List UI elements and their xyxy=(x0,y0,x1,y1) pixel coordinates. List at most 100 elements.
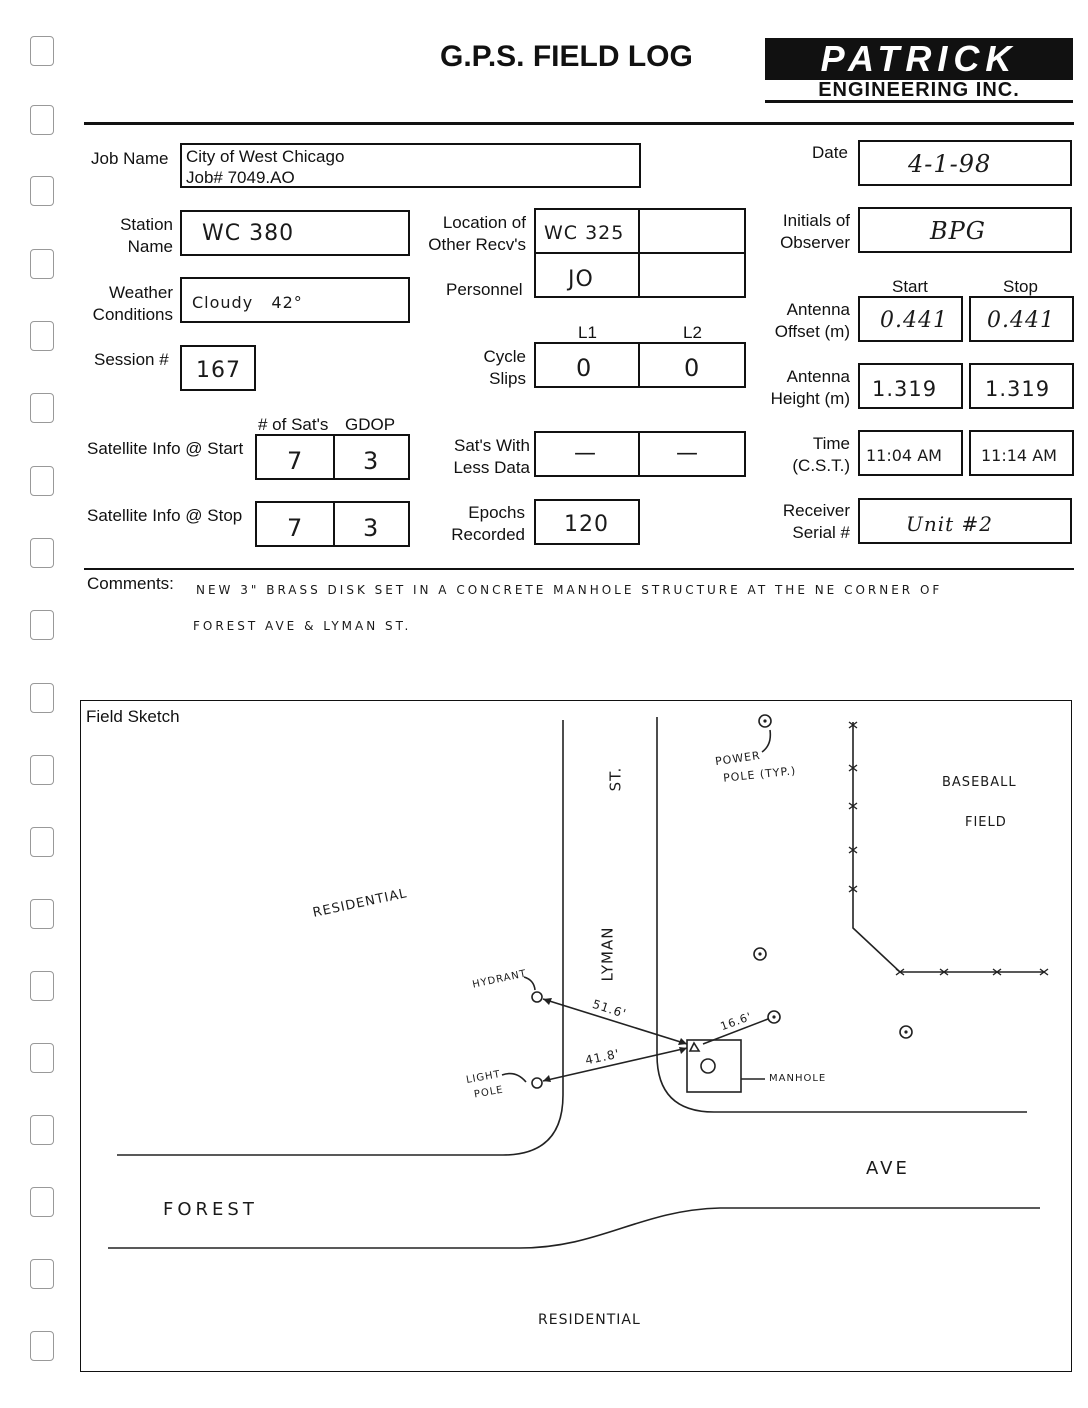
antenna-offset-start-field: 0.441 xyxy=(858,296,963,342)
cycle-slips-label-1: Cycle xyxy=(483,347,526,366)
location-other-field: WC 325 xyxy=(534,208,640,254)
comments-line-1: NEW 3" BRASS DISK SET IN A CONCRETE MANH… xyxy=(196,583,943,597)
binder-ring xyxy=(30,755,54,785)
survey-triangle xyxy=(688,1041,701,1052)
cycle-slips-l1-field: 0 xyxy=(534,342,640,388)
binder-ring xyxy=(30,610,54,640)
forest-street-label: FOREST xyxy=(163,1199,258,1220)
cycle-slips-l1-value: 0 xyxy=(576,354,593,382)
location-other-label-1: Location of xyxy=(442,213,526,232)
sats-less-l1-field: — xyxy=(534,431,640,477)
sats-start-value: 7 xyxy=(287,447,304,475)
sat-info-stop-label: Satellite Info @ Stop xyxy=(87,506,243,525)
cycle-slips-l2-field: 0 xyxy=(638,342,746,388)
antenna-height-stop-value: 1.319 xyxy=(985,377,1051,401)
binder-ring xyxy=(30,249,54,279)
sats-stop-value: 7 xyxy=(287,514,304,542)
binder-ring xyxy=(30,683,54,713)
receiver-value: Unit #2 xyxy=(906,512,994,536)
page-title: G.P.S. FIELD LOG xyxy=(440,40,693,73)
manhole-circle xyxy=(700,1058,716,1074)
sats-less-label-1: Sat's With xyxy=(454,436,530,455)
baseball-field-label-1: BASEBALL xyxy=(942,775,1017,790)
epochs-label-2: Recorded xyxy=(451,525,525,544)
gdop-stop-value: 3 xyxy=(363,514,380,542)
fence-ticks xyxy=(848,721,1049,976)
field-sketch-label: Field Sketch xyxy=(86,707,180,726)
sats-less-l2-field: — xyxy=(638,431,746,477)
initials-label-2: Observer xyxy=(780,233,850,252)
tie-line-light-pole xyxy=(542,1047,688,1082)
power-pole-symbol xyxy=(753,947,767,961)
fence-line xyxy=(852,722,1045,973)
binder-ring xyxy=(30,1115,54,1145)
receiver-label-1: Receiver xyxy=(782,501,850,520)
company-logo: PATRICK ENGINEERING INC. xyxy=(765,38,1073,103)
logo-subtitle: ENGINEERING INC. xyxy=(765,80,1073,103)
comments-rule xyxy=(84,568,1074,570)
manhole-box xyxy=(686,1039,742,1093)
time-stop-value: 11:14 AM xyxy=(981,446,1057,465)
antenna-height-start-value: 1.319 xyxy=(872,377,938,401)
job-name-value: City of West Chicago xyxy=(186,147,345,166)
time-label-1: Time xyxy=(812,434,850,453)
cycle-slips-l2-value: 0 xyxy=(684,354,701,382)
cycle-slips-label-2: Slips xyxy=(489,369,526,388)
binder-ring xyxy=(30,1187,54,1217)
antenna-offset-label-2: Offset (m) xyxy=(774,322,850,341)
tie-line-power-pole xyxy=(702,1018,769,1045)
station-name-label-1: Station xyxy=(120,215,173,234)
antenna-height-start-field: 1.319 xyxy=(858,363,963,409)
binder-ring xyxy=(30,827,54,857)
personnel-field: JO xyxy=(534,252,640,298)
epochs-value: 120 xyxy=(564,512,609,537)
hydrant-leader xyxy=(523,976,536,991)
initials-label-1: Initials of xyxy=(782,211,850,230)
power-pole-dots xyxy=(758,719,908,1034)
epochs-label-1: Epochs xyxy=(468,503,525,522)
binder-ring xyxy=(30,538,54,568)
binder-ring xyxy=(30,36,54,66)
lyman-street-label: LYMAN xyxy=(598,926,617,982)
date-label: Date xyxy=(812,143,848,162)
sats-start-field: 7 xyxy=(255,434,335,480)
field-sketch-frame xyxy=(80,700,1072,1372)
receiver-label-2: Serial # xyxy=(792,523,850,542)
station-name-label-2: Name xyxy=(127,237,173,256)
personnel-field-2 xyxy=(638,252,746,298)
location-other-label-2: Other Recv's xyxy=(428,235,526,254)
time-start-field: 11:04 AM xyxy=(858,430,963,476)
binder-ring xyxy=(30,971,54,1001)
comments-label: Comments: xyxy=(87,574,174,593)
date-field: 4-1-98 xyxy=(858,140,1072,186)
lyman-east-curb xyxy=(656,717,1027,1113)
light-pole-symbol xyxy=(531,1077,543,1089)
location-other-field-2 xyxy=(638,208,746,254)
binder-ring xyxy=(30,176,54,206)
binder-ring xyxy=(30,899,54,929)
time-stop-field: 11:14 AM xyxy=(969,430,1074,476)
weather-label-1: Weather xyxy=(109,283,173,302)
manhole-label: MANHOLE xyxy=(769,1073,827,1084)
antenna-height-label-1: Antenna xyxy=(786,367,850,386)
session-value: 167 xyxy=(196,358,241,383)
epochs-field: 120 xyxy=(534,499,640,545)
personnel-value: JO xyxy=(568,267,594,292)
antenna-offset-stop-value: 0.441 xyxy=(987,308,1055,333)
logo-wordmark: PATRICK xyxy=(765,38,1073,80)
binder-ring xyxy=(30,1331,54,1361)
job-name-label: Job Name xyxy=(91,149,169,168)
power-pole-symbol xyxy=(758,714,772,728)
gdop-start-value: 3 xyxy=(363,447,380,475)
receiver-field: Unit #2 xyxy=(858,498,1072,544)
baseball-field-label-2: FIELD xyxy=(965,815,1007,830)
l2-label: L2 xyxy=(683,323,702,342)
station-name-field: WC 380 xyxy=(180,210,410,256)
stop-label: Stop xyxy=(1003,277,1038,296)
binder-ring xyxy=(30,321,54,351)
gdop-stop-field: 3 xyxy=(333,501,410,547)
residential-bottom-label: RESIDENTIAL xyxy=(538,1312,641,1328)
session-label: Session # xyxy=(94,350,169,369)
avenue-label: AVE xyxy=(866,1158,910,1179)
